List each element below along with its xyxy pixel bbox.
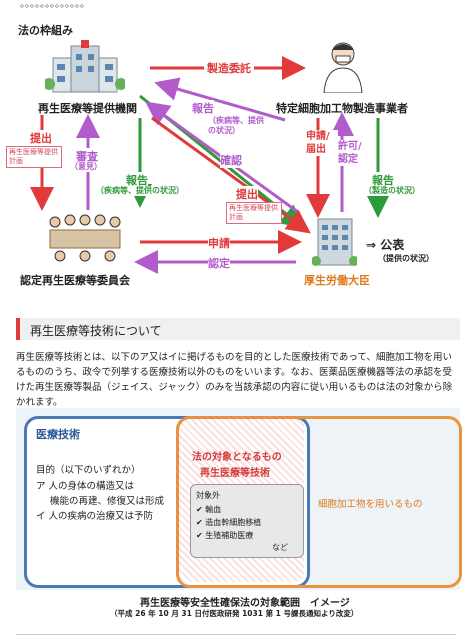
- venn-item-a2: 機能の再建、修復又は形成: [50, 496, 165, 507]
- label-houkoku-center: 報告: [192, 100, 214, 116]
- node-public-sub: （提供の状況）: [378, 254, 434, 263]
- building-icon: [312, 218, 357, 266]
- venn-excluded-item: ✔ 輸血: [196, 505, 222, 514]
- venn-item-i: イ 人の疾病の治療又は予防: [36, 511, 154, 522]
- framework-title: 法の枠組み: [18, 24, 73, 37]
- label-houkoku-left: 報告: [126, 172, 148, 188]
- top-cut-text: 。。。。。。。。。。。。。: [20, 0, 90, 10]
- venn-orange-label: 細胞加工物を用いるもの: [318, 499, 423, 510]
- venn-purpose: 目的（以下のいずれか）: [36, 465, 141, 476]
- venn-excluded-box: [190, 484, 304, 558]
- venn-overlap-title2: 再生医療等技術: [200, 468, 270, 479]
- node-minister: 厚生労働大臣: [304, 274, 370, 287]
- label-teishutsu-box: 再生医療等提供計画: [6, 146, 62, 168]
- meeting-icon: [49, 214, 121, 262]
- venn-excluded-item: ✔ 生殖補助医療: [196, 531, 254, 540]
- label-houkoku-right: 報告: [372, 172, 394, 188]
- venn-blue-title: 医療技術: [36, 428, 80, 441]
- venn-cell-processed: [176, 416, 462, 588]
- label-seizo-itaku: 製造委託: [204, 60, 254, 76]
- label-shinsei-todokede: 申請/届出: [306, 130, 338, 156]
- label-kakunin: 確認: [220, 152, 242, 168]
- label-teishutsu: 提出: [30, 130, 52, 146]
- label-teishutsu2: 提出: [236, 186, 258, 202]
- section-heading-text: 再生医療等技術について: [30, 324, 162, 338]
- venn-etc: など: [272, 543, 288, 552]
- arrow-houkoku-center: [154, 77, 286, 122]
- venn-excluded-title: 対象外: [196, 491, 220, 500]
- venn-item-a1: ア 人の身体の構造又は: [36, 481, 135, 492]
- label-kyoka-nintei: 許可/認定: [338, 140, 370, 166]
- node-public: ⇒ 公表: [366, 238, 405, 252]
- node-committee: 認定再生医療等委員会: [20, 274, 130, 287]
- label-houkoku-center-sub: （疾病等、提供の状況）: [208, 116, 264, 135]
- scientist-icon: [323, 42, 363, 93]
- label-teishutsu2-box: 再生医療等提供計画: [226, 202, 282, 224]
- label-houkoku-left-sub: （疾病等、提供の状況）: [96, 186, 184, 196]
- section-paragraph: 再生医療等技術とは、以下のア又はイに掲げるものを目的とした医療技術であって、細胞…: [16, 352, 453, 408]
- hospital-icon: [45, 40, 125, 93]
- label-nintei: 認定: [208, 255, 230, 271]
- label-shinsa-sub: （意見）: [70, 162, 102, 172]
- venn-caption: 再生医療等安全性確保法の対象範囲 イメージ: [140, 598, 350, 609]
- label-shinsei: 申請: [208, 235, 230, 251]
- bottom-divider: [16, 634, 456, 635]
- venn-diagram: 医療技術 目的（以下のいずれか） ア 人の身体の構造又は 機能の再建、修復又は形…: [16, 408, 462, 590]
- section-heading: 再生医療等技術について: [16, 318, 460, 340]
- node-manufacturer: 特定細胞加工物製造事業者: [276, 102, 408, 115]
- venn-caption-sub: （平成 26 年 10 月 31 日付医政研発 1031 第 1 号課長通知より…: [110, 609, 359, 618]
- label-shinsa: 審査: [76, 148, 98, 164]
- node-institution: 再生医療等提供機関: [38, 102, 137, 115]
- venn-excluded-item: ✔ 造血幹細胞移植: [196, 518, 262, 527]
- venn-overlap-title1: 法の対象となるもの: [192, 452, 282, 463]
- label-houkoku-right-sub: （製造の状況）: [364, 186, 420, 196]
